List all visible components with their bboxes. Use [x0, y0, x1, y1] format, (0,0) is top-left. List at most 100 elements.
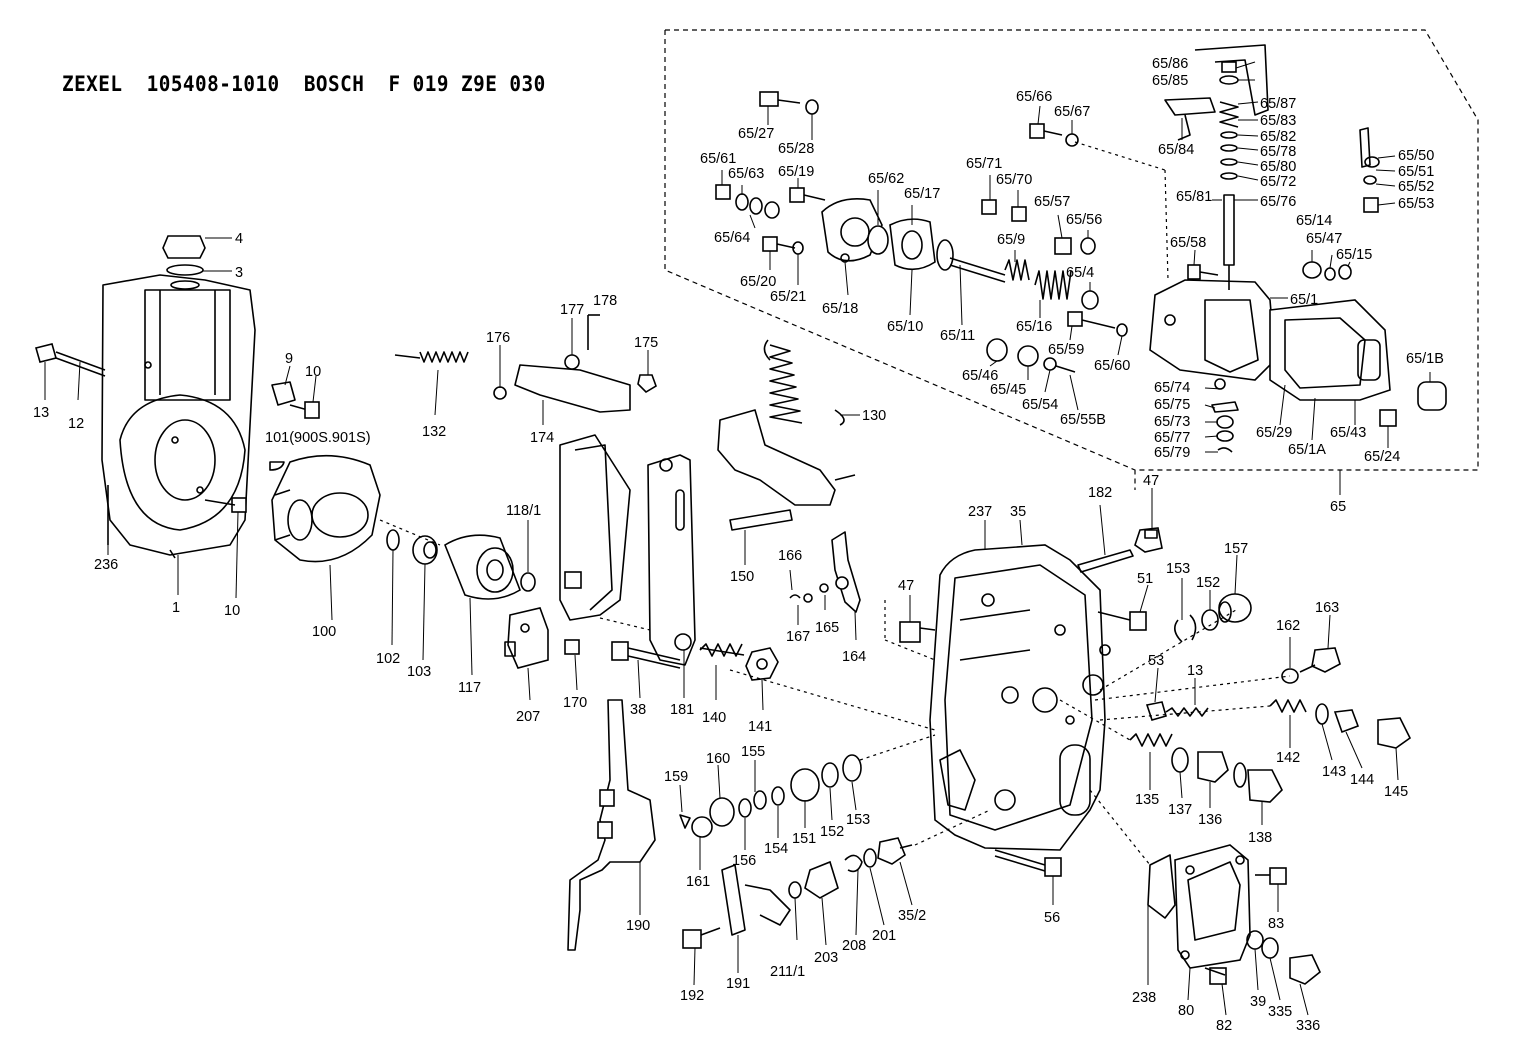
label-118-1: 118/1	[506, 503, 541, 519]
nut-35-2	[877, 837, 913, 865]
link-150	[717, 409, 856, 531]
label-163: 163	[1315, 600, 1339, 616]
label-65-70: 65/70	[996, 172, 1032, 188]
washer-162	[1281, 668, 1299, 684]
screw-142	[1269, 699, 1307, 713]
plug-47b	[1134, 527, 1163, 553]
sleeve-103	[412, 535, 438, 565]
bolt-192	[682, 927, 721, 949]
label-65-75: 65/75	[1154, 397, 1190, 413]
washer-155	[753, 790, 767, 810]
sleeve-117	[444, 534, 521, 600]
label-13b: 13	[1187, 663, 1203, 679]
label-65-85: 65/85	[1152, 73, 1188, 89]
label-135: 135	[1135, 792, 1159, 808]
label-166: 166	[778, 548, 802, 564]
label-177: 177	[560, 302, 584, 318]
label-65-50: 65/50	[1398, 148, 1434, 164]
label-181: 181	[670, 702, 694, 718]
parts-65-46-45	[986, 338, 1039, 367]
label-156: 156	[732, 853, 756, 869]
label-65-20: 65/20	[740, 274, 776, 290]
label-137: 137	[1168, 802, 1192, 818]
label-144: 144	[1350, 772, 1374, 788]
label-65-86: 65/86	[1152, 56, 1188, 72]
label-103: 103	[407, 664, 431, 680]
label-80: 80	[1178, 1003, 1194, 1019]
nut-53	[1145, 701, 1167, 721]
label-65-51: 65/51	[1398, 164, 1434, 180]
label-136: 136	[1198, 812, 1222, 828]
bolt-65-71-70	[981, 199, 1027, 222]
label-176: 176	[486, 330, 510, 346]
label-192: 192	[680, 988, 704, 1004]
label-160: 160	[706, 751, 730, 767]
label-65-46: 65/46	[962, 368, 998, 384]
lever-164	[789, 531, 861, 613]
bushing-203	[804, 860, 839, 899]
cover-65-29	[1269, 299, 1391, 401]
label-65-76: 65/76	[1260, 194, 1296, 210]
subassembly-65-boundary	[664, 29, 1479, 490]
label-65-82: 65/82	[1260, 129, 1296, 145]
label-175: 175	[634, 335, 658, 351]
label-153a: 153	[1166, 561, 1190, 577]
circlip-153a	[1174, 614, 1197, 643]
label-101: 101(900S.901S)	[265, 430, 371, 446]
label-3: 3	[235, 265, 243, 281]
label-65-4: 65/4	[1066, 265, 1094, 281]
label-65-11: 65/11	[940, 328, 975, 344]
cap-145	[1377, 717, 1412, 749]
washer-161	[691, 816, 713, 838]
control-lever	[647, 454, 696, 666]
label-65-17: 65/17	[904, 186, 940, 202]
label-140: 140	[702, 710, 726, 726]
label-208: 208	[842, 938, 866, 954]
label-157: 157	[1224, 541, 1248, 557]
label-164: 164	[842, 649, 866, 665]
plug-157	[1218, 593, 1252, 623]
screw-135	[1129, 733, 1189, 773]
label-167: 167	[786, 629, 810, 645]
bushing-151	[790, 768, 820, 802]
label-207: 207	[516, 709, 540, 725]
label-10a: 10	[305, 364, 321, 380]
main-housing-35	[929, 544, 1111, 851]
label-39: 39	[1250, 994, 1266, 1010]
label-83: 83	[1268, 916, 1284, 932]
stack-65-85-72	[1219, 61, 1239, 180]
label-65-56: 65/56	[1066, 212, 1102, 228]
label-65-52: 65/52	[1398, 179, 1434, 195]
bolt-65-59-60	[1067, 311, 1128, 337]
label-132: 132	[422, 424, 446, 440]
label-53: 53	[1148, 653, 1164, 669]
governor-housing	[101, 274, 256, 559]
part-labels: 4 3 13 12 9 10 101(900S.901S) 236 1 10 1…	[33, 56, 1444, 1034]
label-65-60: 65/60	[1094, 358, 1130, 374]
label-203: 203	[814, 950, 838, 966]
label-102: 102	[376, 651, 400, 667]
label-65-57: 65/57	[1034, 194, 1070, 210]
stack-65-74-79	[1211, 378, 1239, 453]
label-65-77: 65/77	[1154, 430, 1190, 446]
spring-208	[844, 854, 863, 873]
parts-65-14-47-15	[1302, 261, 1352, 281]
label-10b: 10	[224, 603, 240, 619]
label-65-58: 65/58	[1170, 235, 1206, 251]
label-13a: 13	[33, 405, 49, 421]
label-82: 82	[1216, 1018, 1232, 1034]
label-153b: 153	[846, 812, 870, 828]
label-65-45: 65/45	[990, 382, 1026, 398]
bolt-83	[1255, 867, 1287, 885]
washer-102	[386, 529, 400, 551]
label-178: 178	[593, 293, 617, 309]
label-65-62: 65/62	[868, 171, 904, 187]
label-236: 236	[94, 557, 118, 573]
screw-140	[699, 643, 745, 657]
label-65-63: 65/63	[728, 166, 764, 182]
label-65-55b: 65/55B	[1060, 412, 1106, 428]
label-141: 141	[748, 719, 772, 735]
label-336: 336	[1296, 1018, 1320, 1034]
label-130: 130	[862, 408, 886, 424]
label-65-87: 65/87	[1260, 96, 1296, 112]
